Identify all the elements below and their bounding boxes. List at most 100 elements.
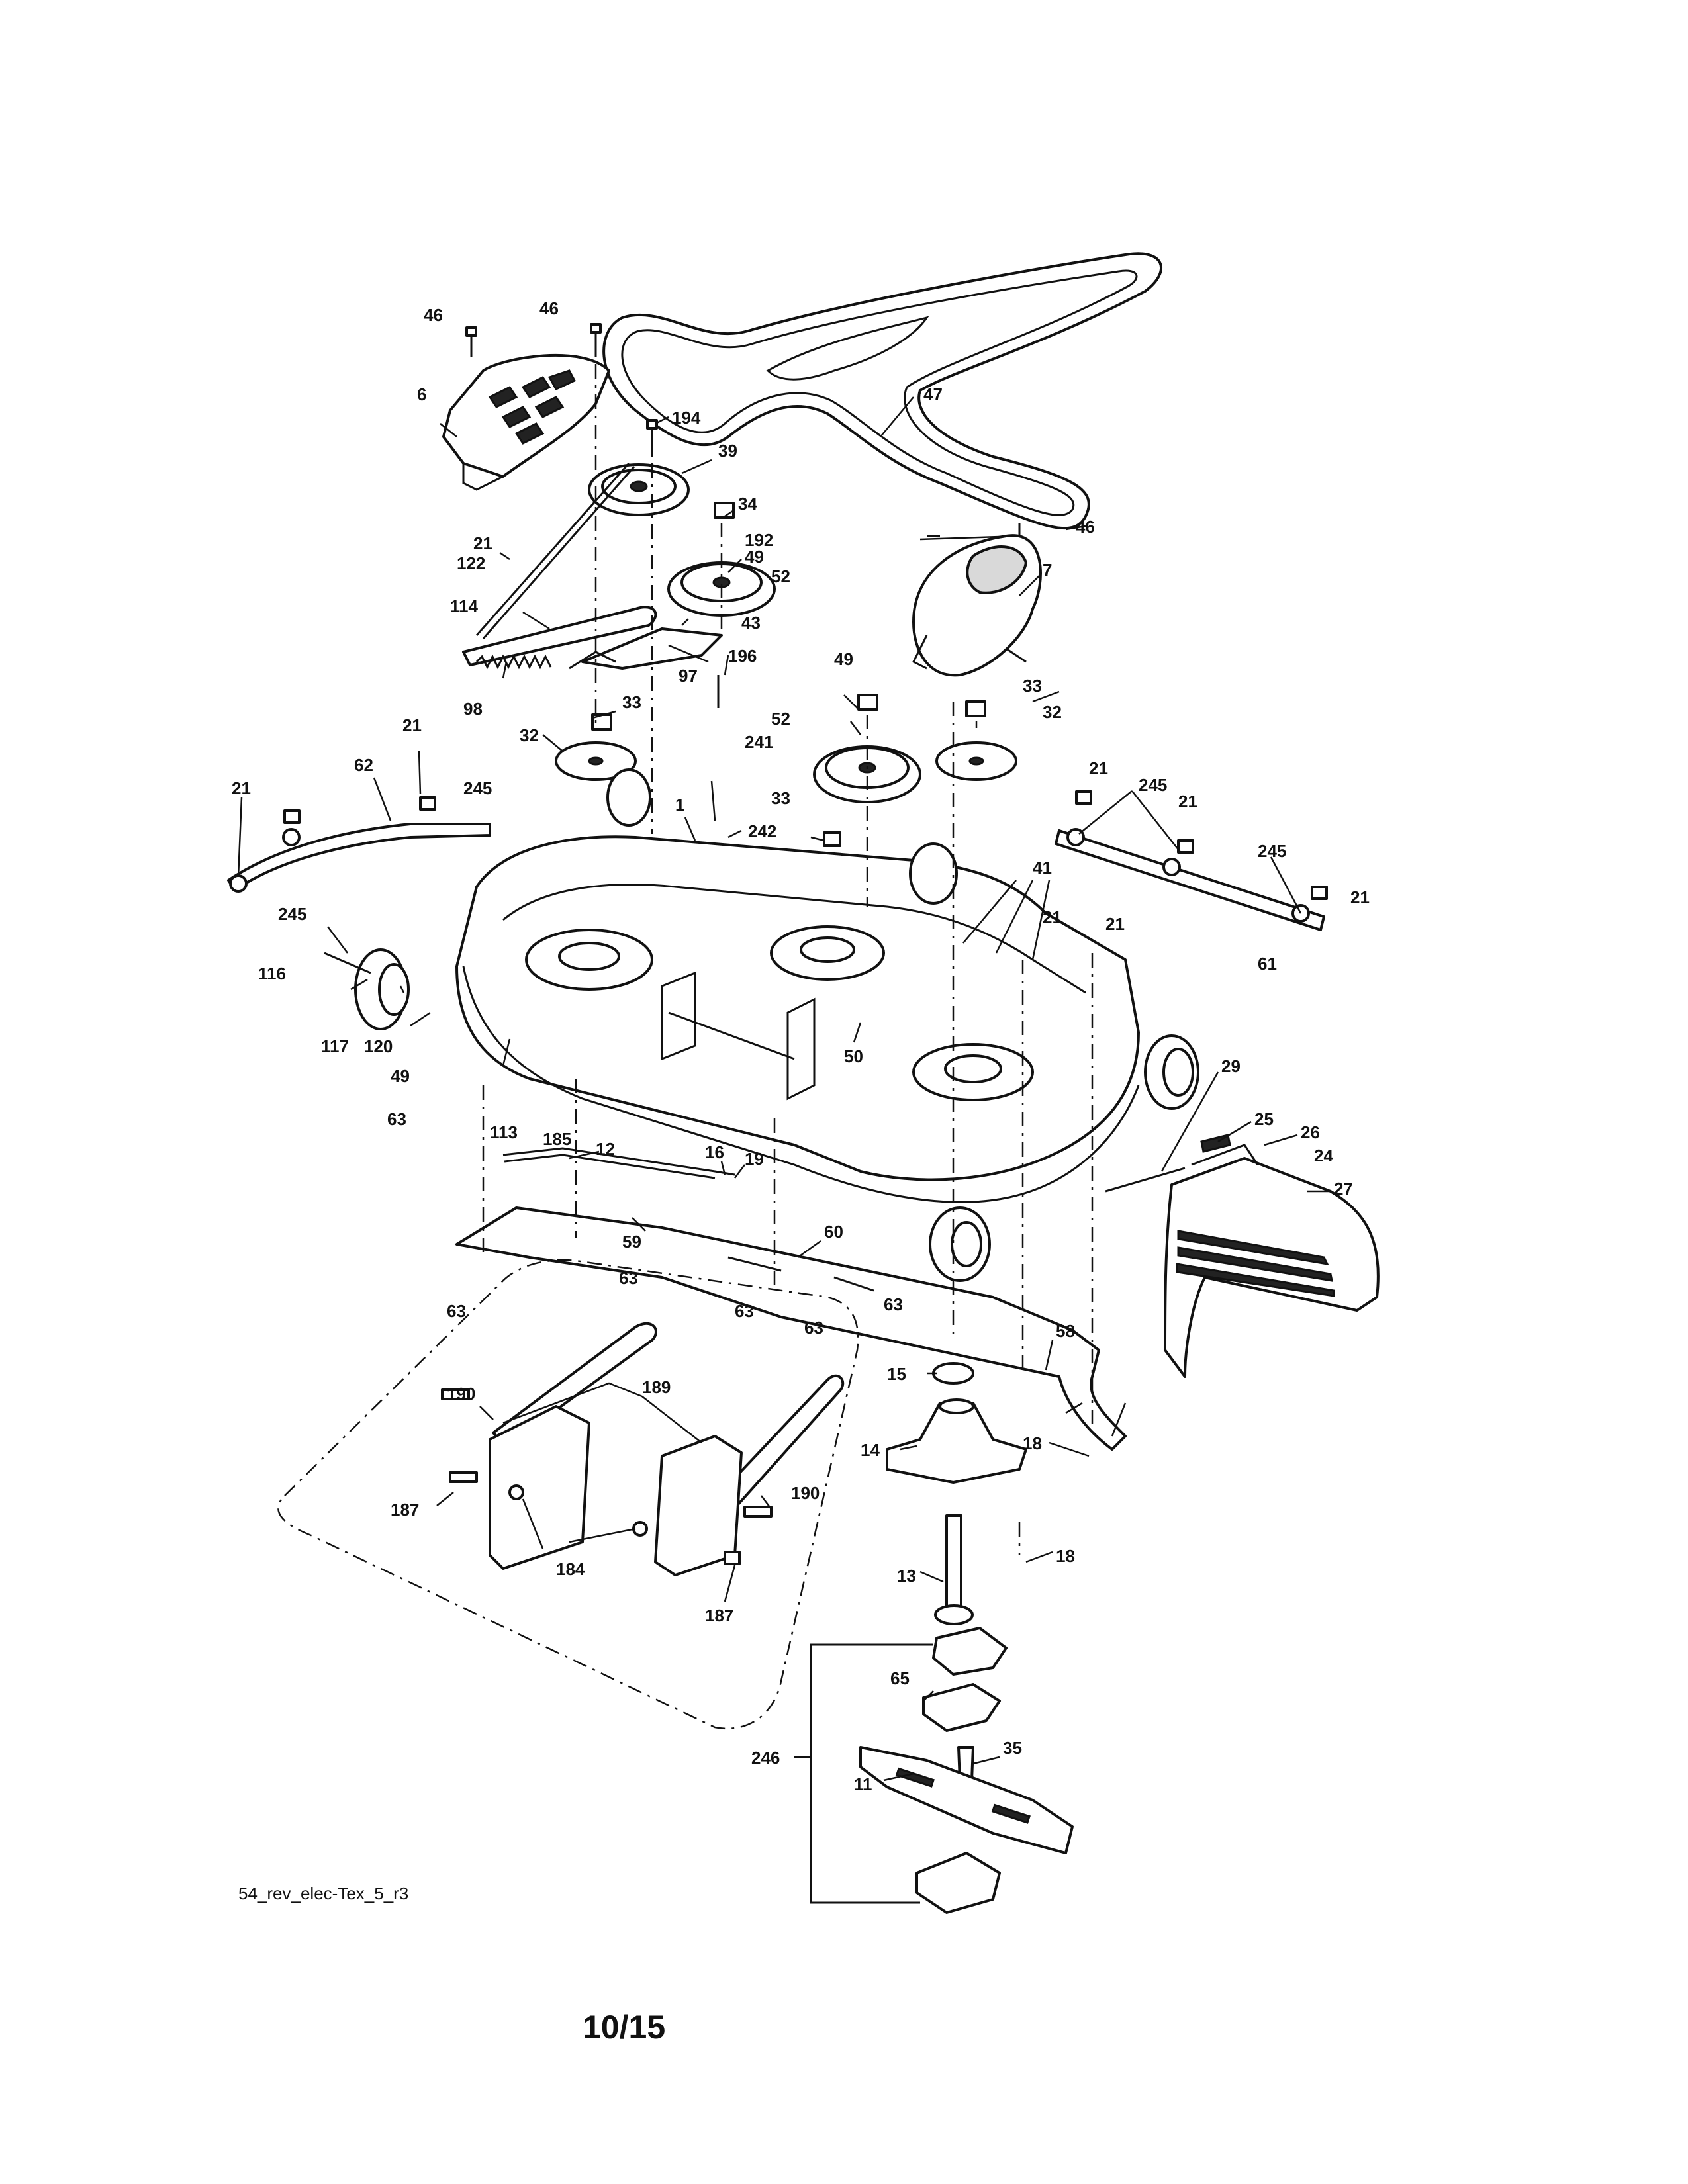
hitch-bracket-left xyxy=(489,1405,590,1570)
callout-65: 65 xyxy=(890,1668,910,1688)
discharge-deflector xyxy=(1164,1144,1380,1378)
gauge-wheel-rear-left xyxy=(909,842,958,905)
callout-190: 190 xyxy=(791,1483,820,1503)
callout-24: 24 xyxy=(1314,1146,1333,1165)
callout-63: 63 xyxy=(387,1109,406,1129)
callout-6: 6 xyxy=(417,385,426,404)
callout-114: 114 xyxy=(450,596,478,616)
tension-spring xyxy=(475,654,552,670)
callout-52: 52 xyxy=(771,567,790,586)
gauge-wheel-front xyxy=(929,1206,991,1282)
spindle-pulley-right xyxy=(935,741,1017,781)
callout-27: 27 xyxy=(1334,1179,1353,1199)
callout-187: 187 xyxy=(705,1606,733,1625)
pulley-cover-left xyxy=(442,353,610,491)
deflector-rod xyxy=(1105,1167,1186,1193)
callout-49: 49 xyxy=(834,649,853,669)
callout-33: 33 xyxy=(622,692,641,712)
callout-33: 33 xyxy=(1023,676,1042,696)
stabilizer-bar-left xyxy=(227,823,491,893)
callout-21: 21 xyxy=(1178,792,1197,811)
callout-19: 19 xyxy=(745,1149,764,1169)
callout-63: 63 xyxy=(619,1268,638,1288)
callout-120: 120 xyxy=(364,1036,393,1056)
callout-50: 50 xyxy=(844,1046,863,1066)
baffle-rod xyxy=(502,1147,735,1179)
callout-60: 60 xyxy=(824,1222,843,1242)
callout-46: 46 xyxy=(1076,517,1095,537)
callout-18: 18 xyxy=(1056,1546,1075,1566)
callout-61: 61 xyxy=(1258,954,1277,974)
callout-21: 21 xyxy=(1089,758,1108,778)
callout-26: 26 xyxy=(1301,1122,1320,1142)
callout-63: 63 xyxy=(884,1295,903,1314)
gauge-wheel-rear-center xyxy=(606,768,651,827)
callout-46: 46 xyxy=(424,305,443,325)
hitch-kit-outline xyxy=(277,1259,859,1730)
callout-245: 245 xyxy=(1258,841,1286,861)
spindle-bearing xyxy=(932,1362,974,1385)
drawing-code: 54_rev_elec-Tex_5_r3 xyxy=(238,1884,408,1903)
page-number: 10/15 xyxy=(583,2009,665,2046)
callout-97: 97 xyxy=(679,666,698,686)
callout-25: 25 xyxy=(1254,1109,1274,1129)
callout-116: 116 xyxy=(258,964,286,983)
callout-245: 245 xyxy=(1139,775,1167,795)
callout-241: 241 xyxy=(745,732,773,752)
callout-189: 189 xyxy=(642,1377,671,1397)
callout-113: 113 xyxy=(490,1122,518,1142)
callout-41: 41 xyxy=(1033,858,1052,878)
spindle-shaft xyxy=(934,1514,974,1625)
mower-deck xyxy=(455,835,1140,1203)
callout-29: 29 xyxy=(1221,1056,1241,1076)
callout-18: 18 xyxy=(1023,1433,1042,1453)
idler-rod xyxy=(475,463,635,639)
callout-7: 7 xyxy=(1043,560,1052,580)
callout-labels: 46 46 6 194 39 34 192 49 52 47 46 7 21 1… xyxy=(232,298,1370,1794)
blade-kit-bracket xyxy=(794,1643,933,1904)
callout-245: 245 xyxy=(278,904,306,924)
callout-43: 43 xyxy=(741,613,761,633)
callout-15: 15 xyxy=(887,1364,906,1384)
hitch-arm-right xyxy=(714,1374,845,1517)
callout-122: 122 xyxy=(457,553,485,573)
callout-63: 63 xyxy=(804,1318,823,1338)
callout-34: 34 xyxy=(738,494,757,514)
callout-21: 21 xyxy=(1350,887,1370,907)
callout-52: 52 xyxy=(771,709,790,729)
gauge-wheel-left xyxy=(324,948,410,1030)
callout-21: 21 xyxy=(1105,914,1125,934)
hitch-arm-left xyxy=(492,1322,657,1447)
callout-21: 21 xyxy=(402,715,422,735)
callout-1: 1 xyxy=(675,795,684,815)
spindle-pulley-left xyxy=(555,741,637,781)
callout-59: 59 xyxy=(622,1232,641,1251)
callout-117: 117 xyxy=(321,1036,349,1056)
callout-21: 21 xyxy=(473,533,492,553)
alignment-lines xyxy=(482,364,1094,1555)
callout-245: 245 xyxy=(463,778,492,798)
drive-belt xyxy=(602,252,1162,530)
callout-35: 35 xyxy=(1003,1738,1022,1758)
callout-194: 194 xyxy=(672,408,701,428)
callout-63: 63 xyxy=(735,1301,754,1321)
callout-192: 192 xyxy=(745,530,773,550)
blade-adapter-upper xyxy=(932,1627,1008,1676)
spindle-housing xyxy=(886,1398,1027,1484)
callout-49: 49 xyxy=(745,547,764,567)
callout-58: 58 xyxy=(1056,1321,1075,1341)
callout-14: 14 xyxy=(861,1440,880,1460)
blade-adapter xyxy=(922,1683,1001,1732)
gauge-wheel-right-rear xyxy=(1144,1034,1199,1110)
callout-46: 46 xyxy=(539,298,559,318)
callout-32: 32 xyxy=(1043,702,1062,722)
callout-98: 98 xyxy=(463,699,483,719)
callout-32: 32 xyxy=(520,725,539,745)
callout-242: 242 xyxy=(748,821,776,841)
callout-13: 13 xyxy=(897,1566,916,1586)
callout-21: 21 xyxy=(1043,907,1062,927)
callout-184: 184 xyxy=(556,1559,585,1579)
callout-196: 196 xyxy=(728,646,757,666)
callout-21: 21 xyxy=(232,778,251,798)
